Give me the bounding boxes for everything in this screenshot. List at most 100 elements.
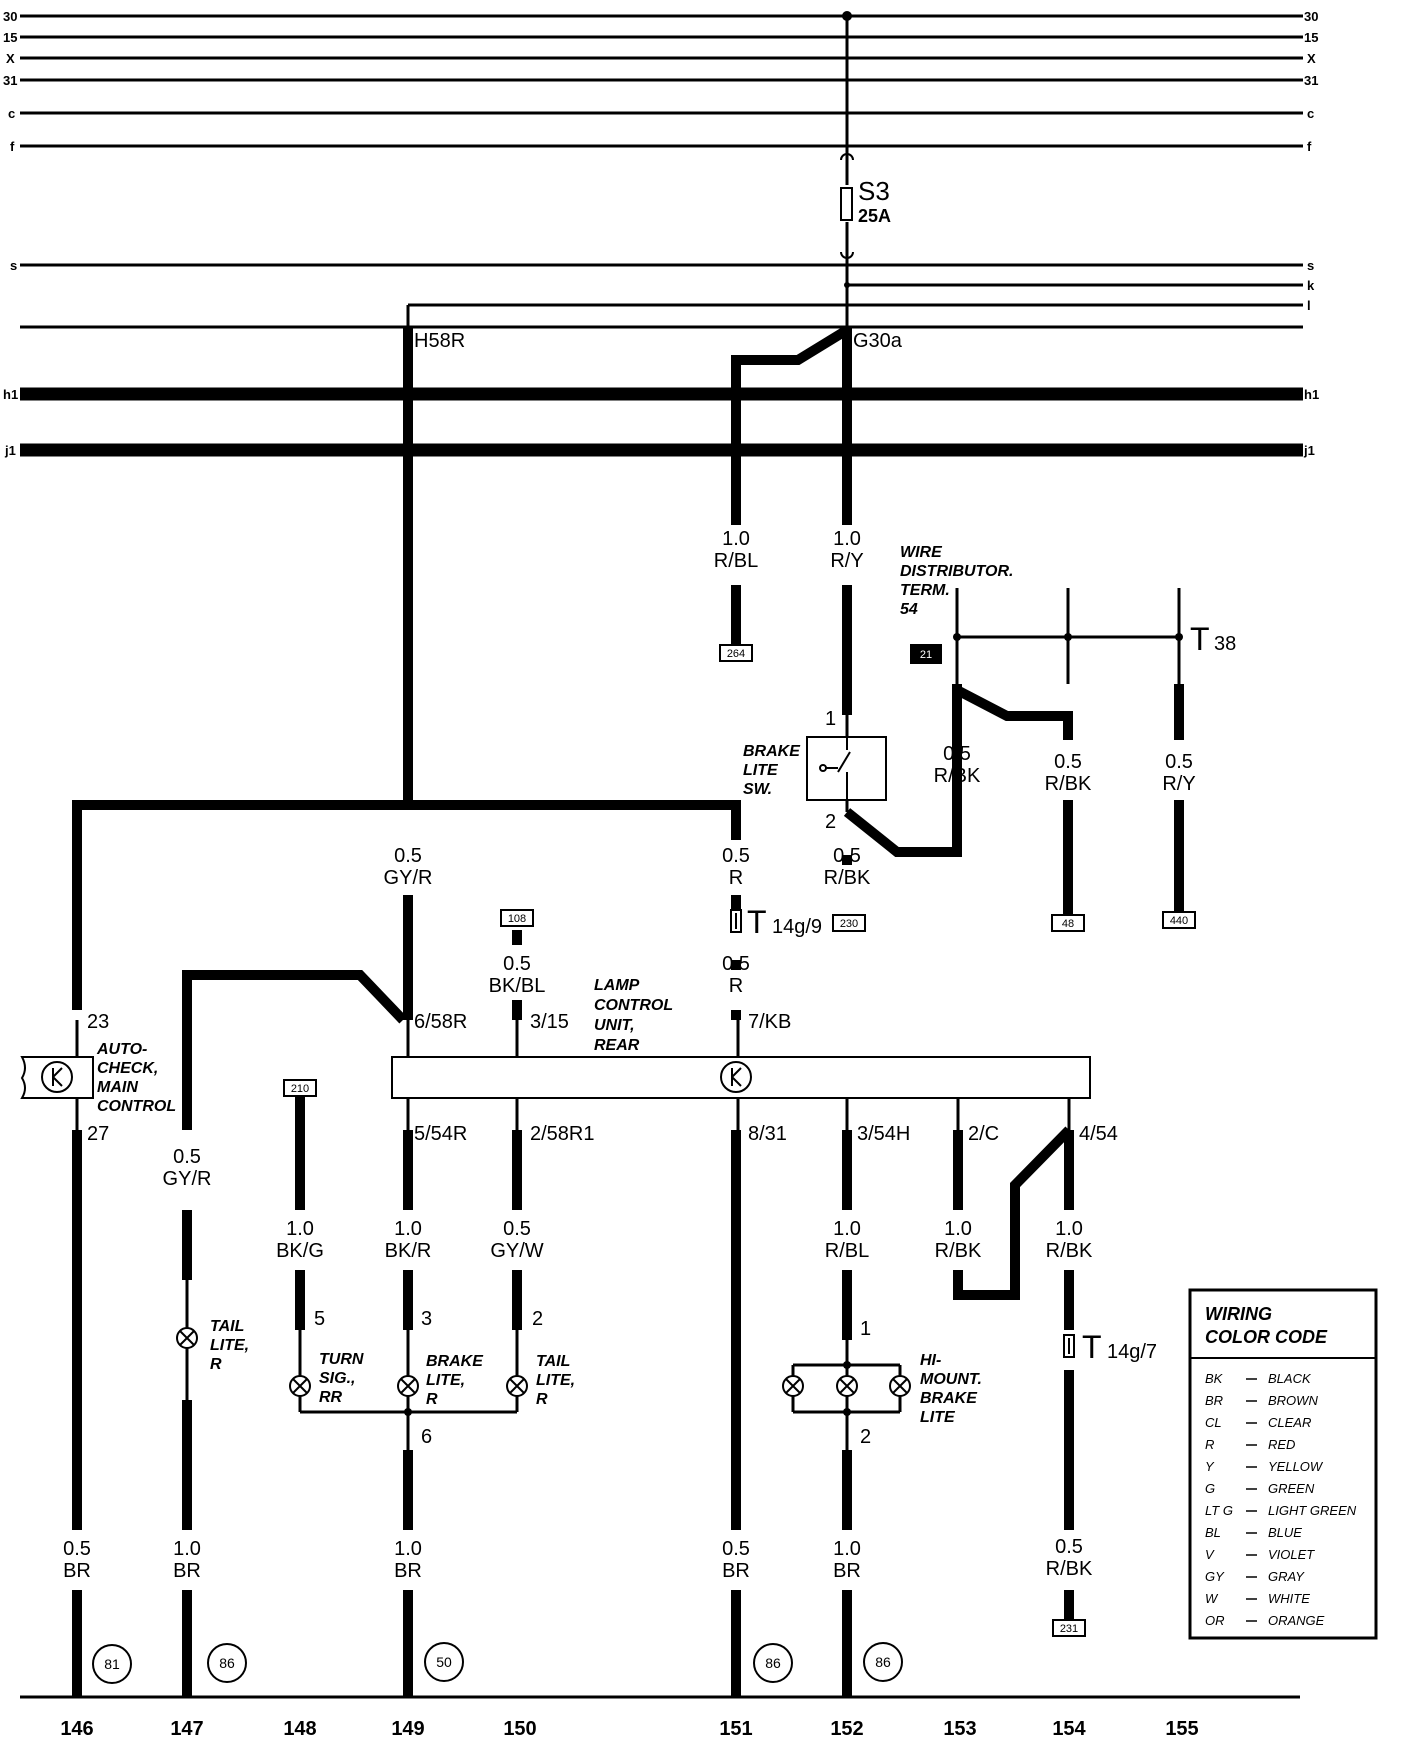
- bus-labels-right: 30 15 X 31 c f s k l h1 j1: [1303, 9, 1319, 458]
- pin-23: 23: [87, 1011, 109, 1033]
- svg-text:BR: BR: [394, 1560, 422, 1582]
- column-150: 150: [503, 1718, 536, 1740]
- svg-text:1.0: 1.0: [173, 1538, 201, 1560]
- brake-lite-switch: 1 2: [806, 708, 887, 833]
- legend-row: BR BROWN: [1205, 1393, 1318, 1408]
- svg-text:14g/7: 14g/7: [1107, 1341, 1157, 1363]
- legend-color-name: BROWN: [1268, 1393, 1318, 1408]
- ground-refs: 81 86 50 86 86: [92, 1642, 903, 1684]
- pin-5-54r: 5/54R: [414, 1123, 467, 1145]
- pin-4-54: 4/54: [1079, 1123, 1118, 1145]
- svg-text:MOUNT.: MOUNT.: [920, 1371, 982, 1388]
- label-brake-lite: BRAKE LITE, R: [426, 1353, 484, 1408]
- wire-label-rbk-153: 1.0R/BK: [935, 1218, 982, 1262]
- wire-label-rbl-top: 1.0R/BL: [714, 528, 758, 572]
- svg-text:LITE: LITE: [743, 762, 779, 779]
- terminal-g30a: G30a: [853, 330, 903, 352]
- bus-label-h1-right: h1: [1304, 387, 1319, 402]
- column-153: 153: [943, 1718, 976, 1740]
- wire-label-rbk-b: 0.5R/BK: [1045, 751, 1092, 795]
- pin-27: 27: [87, 1123, 109, 1145]
- svg-text:LITE,: LITE,: [536, 1372, 575, 1389]
- svg-text:81: 81: [104, 1656, 120, 1672]
- wire-label-r-mid: 0.5R: [722, 845, 750, 889]
- svg-text:GY/W: GY/W: [490, 1240, 543, 1262]
- legend-code: BL: [1205, 1525, 1221, 1540]
- wire-label-gyr-mid: 0.5GY/R: [384, 845, 433, 889]
- bus-label-k-right: k: [1307, 278, 1315, 293]
- bus-label-31-right: 31: [1304, 73, 1318, 88]
- svg-text:R: R: [536, 1391, 548, 1408]
- svg-text:T: T: [1082, 1329, 1102, 1365]
- fuse-rating: 25A: [858, 206, 891, 226]
- pin-3: 3: [421, 1308, 432, 1330]
- ref-box-440: 440: [1162, 911, 1196, 929]
- svg-text:BK/G: BK/G: [276, 1240, 324, 1262]
- wire-label-bkg: 1.0BK/G: [276, 1218, 324, 1262]
- lamp-bulbs: [176, 1327, 911, 1397]
- svg-text:1.0: 1.0: [286, 1218, 314, 1240]
- wire-label-br-151: 0.5BR: [722, 1538, 750, 1582]
- bus-label-c-right: c: [1307, 106, 1314, 121]
- column-147: 147: [170, 1718, 203, 1740]
- svg-text:AUTO-: AUTO-: [96, 1041, 147, 1058]
- bus-label-31-left: 31: [3, 73, 17, 88]
- svg-text:GY/R: GY/R: [384, 867, 433, 889]
- fuse-name: S3: [858, 176, 890, 206]
- ref-box-108: 108: [500, 909, 534, 927]
- svg-text:14g/9: 14g/9: [772, 916, 822, 938]
- component-labels: WIRE DISTRIBUTOR. TERM. 54 BRAKE LITE SW…: [96, 544, 1013, 1426]
- svg-text:210: 210: [291, 1083, 309, 1095]
- bus-label-c-left: c: [8, 106, 15, 121]
- autocheck-box: [20, 1056, 94, 1099]
- column-149: 149: [391, 1718, 424, 1740]
- ref-box-230: 230: [832, 914, 866, 932]
- svg-text:264: 264: [727, 648, 745, 660]
- legend-color-name: CLEAR: [1268, 1415, 1311, 1430]
- svg-text:R: R: [210, 1356, 222, 1373]
- thick-wires: [72, 325, 1184, 1697]
- svg-text:48: 48: [1062, 918, 1074, 930]
- wire-label-rbk-154: 1.0R/BK: [1046, 1218, 1093, 1262]
- legend-code: LT G: [1205, 1503, 1233, 1518]
- svg-text:R/BK: R/BK: [934, 765, 981, 787]
- svg-text:LAMP: LAMP: [594, 977, 640, 994]
- wire-label-rbk-sw: 0.5R/BK: [824, 845, 871, 889]
- bulb-turn-rr: [289, 1375, 311, 1397]
- svg-text:108: 108: [508, 913, 526, 925]
- ground-ref-151: 86: [753, 1643, 793, 1683]
- pin-3-54h: 3/54H: [857, 1123, 910, 1145]
- svg-text:BR: BR: [173, 1560, 201, 1582]
- svg-text:REAR: REAR: [594, 1037, 640, 1054]
- svg-text:440: 440: [1170, 915, 1188, 927]
- legend-code: BR: [1205, 1393, 1223, 1408]
- thin-wires: [20, 16, 1300, 1699]
- svg-text:TURN: TURN: [319, 1351, 364, 1368]
- svg-text:R/BK: R/BK: [824, 867, 871, 889]
- svg-text:BRAKE: BRAKE: [743, 743, 801, 760]
- svg-text:0.5: 0.5: [722, 1538, 750, 1560]
- label-autocheck: AUTO- CHECK, MAIN CONTROL: [96, 1041, 176, 1115]
- wire-label-ry-b: 0.5R/Y: [1162, 751, 1195, 795]
- bus-label-h1-left: h1: [3, 387, 18, 402]
- svg-text:GY/R: GY/R: [163, 1168, 212, 1190]
- svg-text:CHECK,: CHECK,: [97, 1060, 158, 1077]
- svg-text:BRAKE: BRAKE: [920, 1390, 978, 1407]
- legend-color-name: YELLOW: [1268, 1459, 1324, 1474]
- bulb-hm-3: [889, 1375, 911, 1397]
- bus-label-f-left: f: [10, 139, 15, 154]
- pin-3-15: 3/15: [530, 1011, 569, 1033]
- svg-text:1.0: 1.0: [722, 528, 750, 550]
- bus-label-s-left: s: [10, 258, 17, 273]
- bus-labels-left: 30 15 X 31 c f s h1 j1: [3, 9, 18, 458]
- legend-code: R: [1205, 1437, 1214, 1452]
- ref-boxes: 264 21 230 48 440 108 210 231: [283, 644, 1196, 1637]
- svg-text:R: R: [729, 975, 743, 997]
- bulb-hm-1: [782, 1375, 804, 1397]
